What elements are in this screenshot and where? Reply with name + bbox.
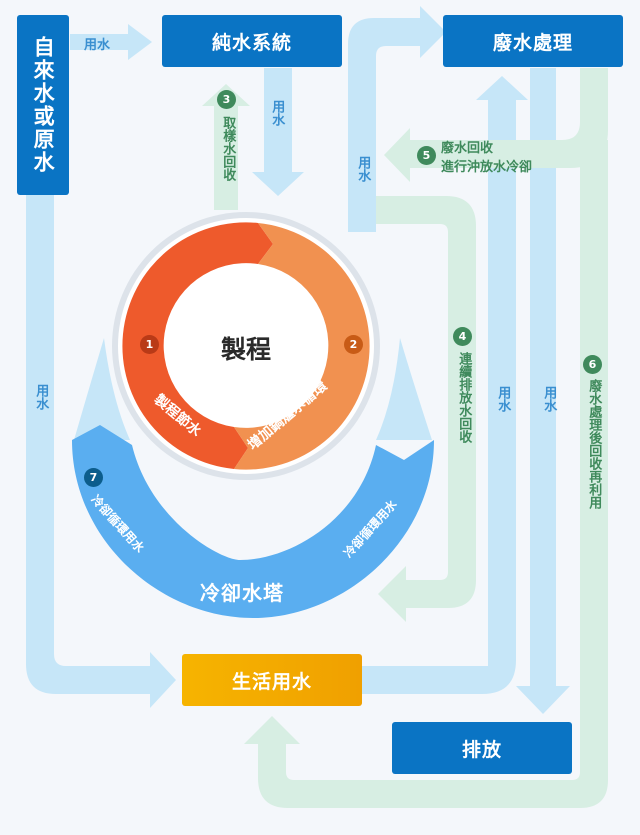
use-water-label-life: 用水 [495,386,511,412]
wastewater-reuse-label: 廢水處理後回收再利用 [586,379,602,509]
wastewater-label: 廢水處理 [492,31,573,54]
discharge-label: 排放 [461,738,502,761]
arrow-life-to-waste [362,76,528,694]
arrow-continuous-recovery [376,196,476,622]
badge-5: 5 [417,146,436,165]
badge-6: 6 [583,355,602,374]
ring-segment-left [122,222,274,469]
source-node: 自來水或原水 [17,15,69,195]
sample-recovery-label: 取樣水回收 [220,116,236,181]
pure-water-label: 純水系統 [211,31,292,54]
arrow-wastewater-recovery [384,68,608,182]
ring-segment-right [234,223,370,470]
arrow-process-to-waste [348,6,446,232]
badge-2: 2 [344,335,363,354]
ring-halo-right [376,338,432,440]
arrow-sample-recovery [202,84,250,210]
continuous-recovery-label: 連續排放水回收 [456,352,472,443]
ring-halo-left [74,338,130,440]
use-water-label-waste: 用水 [541,386,557,412]
use-water-label-source: 用水 [33,384,49,410]
process-label: 製程 [221,335,272,364]
use-water-label-top: 用水 [84,38,111,53]
arrow-source-to-pure [70,24,152,60]
wastewater-recovery-line1: 廢水回收 [441,141,494,156]
arrow-wastewater-reuse [244,140,608,808]
badge-4: 4 [453,327,472,346]
source-label: 自來水或原水 [31,36,56,174]
ring-center [166,266,326,426]
use-water-label-process: 用水 [355,156,371,182]
badge-3: 3 [217,90,236,109]
arrow-pure-to-process [252,68,304,196]
domestic-water-node: 生活用水 [182,654,362,706]
domestic-water-label: 生活用水 [231,670,312,693]
use-water-label-pure: 用水 [269,100,285,126]
wastewater-node: 廢水處理 [443,15,623,67]
arrow-source-to-life [26,195,176,708]
cooling-tower-band [72,425,434,618]
pure-water-node: 純水系統 [162,15,342,67]
arrow-waste-to-drain [516,68,570,714]
badge-7: 7 [84,468,103,487]
wastewater-recovery-line2: 進行沖放水冷卻 [441,160,533,175]
badge-1: 1 [140,335,159,354]
discharge-node: 排放 [392,722,572,774]
cooling-tower-label: 冷卻水塔 [200,581,284,605]
